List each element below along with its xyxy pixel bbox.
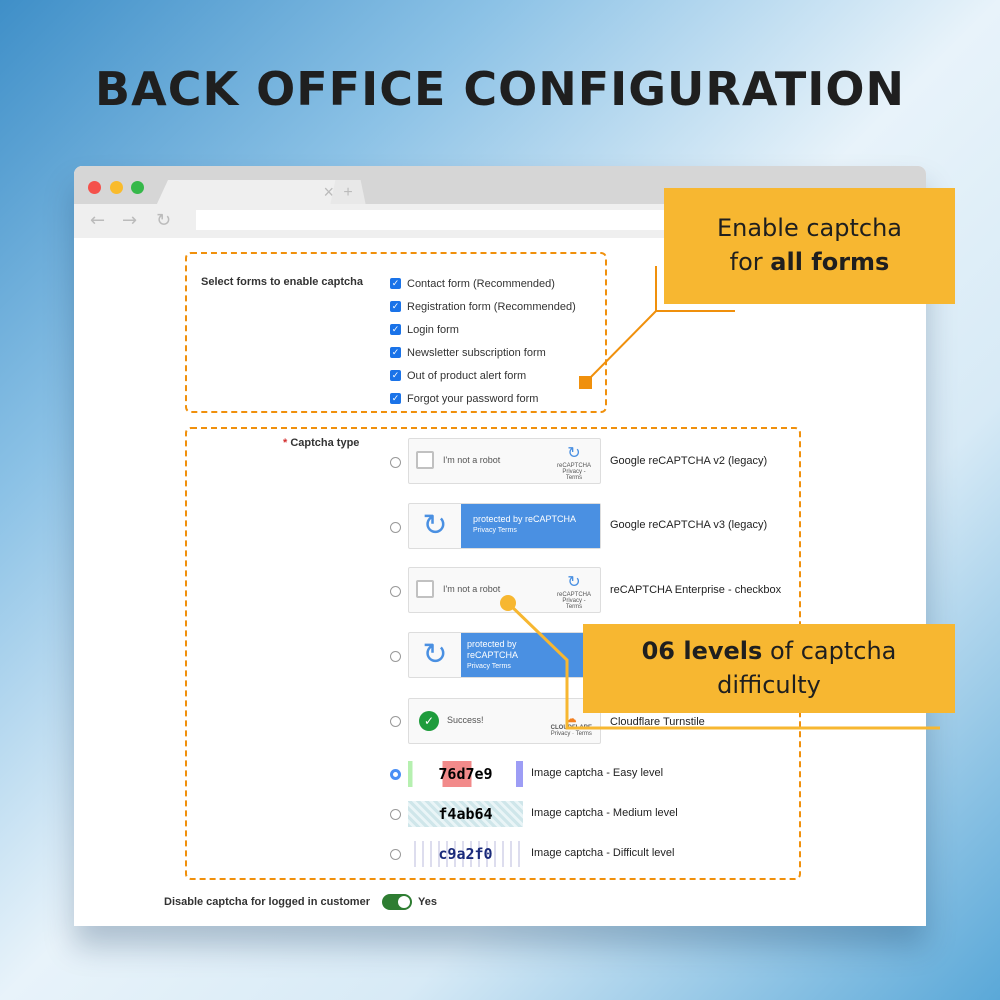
required-mark: * [283, 437, 288, 449]
widget-text: I'm not a robot [443, 455, 501, 465]
minimize-window-dot-icon[interactable] [110, 181, 123, 194]
forward-icon[interactable]: → [122, 210, 138, 231]
recaptcha-logo-icon: ↻ [422, 509, 448, 542]
option-label: Cloudflare Turnstile [610, 716, 705, 728]
reload-icon[interactable]: ↻ [156, 210, 172, 231]
back-icon[interactable]: ← [90, 210, 106, 231]
recaptcha-v3-widget: ↻ protected by reCAPTCHA Privacy Terms [408, 503, 601, 549]
checkbox-checked-icon[interactable]: ✓ [390, 278, 401, 289]
form-checkbox-contact[interactable]: ✓ Contact form (Recommended) [390, 272, 576, 295]
forms-section [185, 252, 607, 413]
widget-text: I'm not a robot [443, 584, 501, 594]
checkbox-label: Registration form (Recommended) [407, 300, 576, 313]
success-check-icon: ✓ [419, 711, 439, 731]
checkbox-checked-icon[interactable]: ✓ [390, 370, 401, 381]
callout-line: 06 levels of captcha [641, 636, 897, 665]
recaptcha-logo-icon: ↻ [422, 638, 448, 671]
checkbox-label: Contact form (Recommended) [407, 277, 555, 290]
captcha-type-label-text: Captcha type [290, 437, 360, 449]
radio-image-easy[interactable] [390, 769, 401, 780]
headline: BACK OFFICE CONFIGURATION [95, 62, 905, 116]
form-checkbox-newsletter[interactable]: ✓ Newsletter subscription form [390, 341, 576, 364]
radio-image-difficult[interactable] [390, 849, 401, 860]
checkbox-checked-icon[interactable]: ✓ [390, 324, 401, 335]
checkbox-label: Newsletter subscription form [407, 346, 546, 359]
radio-recaptcha-enterprise[interactable] [390, 586, 401, 597]
callout-levels: 06 levels of captcha difficulty [583, 624, 955, 713]
checkbox-label: Forgot your password form [407, 392, 539, 405]
checkbox [416, 580, 434, 598]
logged-in-label: Disable captcha for logged in customer [164, 896, 370, 908]
checkbox-checked-icon[interactable]: ✓ [390, 301, 401, 312]
form-checkbox-product-alert[interactable]: ✓ Out of product alert form [390, 364, 576, 387]
form-checkbox-registration[interactable]: ✓ Registration form (Recommended) [390, 295, 576, 318]
form-checkbox-login[interactable]: ✓ Login form [390, 318, 576, 341]
radio-image-medium[interactable] [390, 809, 401, 820]
callout-all-forms: Enable captcha for all forms [664, 188, 955, 304]
checkbox-label: Login form [407, 323, 459, 336]
radio-recaptcha-enterprise-score[interactable] [390, 651, 401, 662]
radio-cloudflare-turnstile[interactable] [390, 716, 401, 727]
form-checkbox-forgot-password[interactable]: ✓ Forgot your password form [390, 387, 576, 410]
new-tab-icon[interactable]: + [330, 180, 366, 206]
option-label: reCAPTCHA Enterprise - checkbox [610, 584, 782, 596]
callout-line: Enable captcha [716, 214, 903, 243]
checkbox-checked-icon[interactable]: ✓ [390, 393, 401, 404]
widget-links[interactable]: Privacy Terms [467, 663, 511, 670]
recaptcha-v3-widget: ↻ protected by reCAPTCHA Privacy Terms [408, 632, 601, 678]
maximize-window-dot-icon[interactable] [131, 181, 144, 194]
connector-marker-1 [579, 376, 592, 389]
captcha-image-difficult: c9a2f0 [408, 841, 523, 867]
checkbox [416, 451, 434, 469]
checkbox-checked-icon[interactable]: ✓ [390, 347, 401, 358]
forms-label: Select forms to enable captcha [201, 276, 363, 288]
widget-text: protected by reCAPTCHA [467, 639, 519, 660]
widget-links[interactable]: Privacy Terms [473, 527, 517, 534]
captcha-type-label: * Captcha type [283, 437, 359, 449]
browser-tab[interactable]: × [156, 180, 356, 206]
widget-text: Success! [447, 715, 484, 725]
logged-in-toggle[interactable] [382, 894, 412, 910]
option-label: Image captcha - Easy level [531, 767, 664, 779]
toggle-value: Yes [418, 896, 437, 908]
connector-marker-2 [500, 595, 516, 611]
callout-line: difficulty [717, 670, 821, 699]
connector-line-2 [506, 601, 940, 730]
close-window-dot-icon[interactable] [88, 181, 101, 194]
checkbox-label: Out of product alert form [407, 369, 527, 382]
forms-list: ✓ Contact form (Recommended) ✓ Registratio… [390, 272, 576, 410]
option-label: Google reCAPTCHA v2 (legacy) [610, 455, 768, 467]
connector-line-1-diag [585, 310, 657, 383]
radio-recaptcha-v3[interactable] [390, 522, 401, 533]
close-tab-icon[interactable]: × [323, 182, 334, 202]
option-label: Image captcha - Medium level [531, 807, 678, 819]
option-label: Google reCAPTCHA v3 (legacy) [610, 519, 768, 531]
radio-recaptcha-v2[interactable] [390, 457, 401, 468]
callout-line: for all forms [729, 248, 890, 276]
captcha-image-medium: f4ab64 [408, 801, 523, 827]
captcha-image-easy: 76d7e9 [408, 761, 523, 787]
widget-text: protected by reCAPTCHA [473, 514, 577, 524]
option-label: Image captcha - Difficult level [531, 847, 675, 859]
